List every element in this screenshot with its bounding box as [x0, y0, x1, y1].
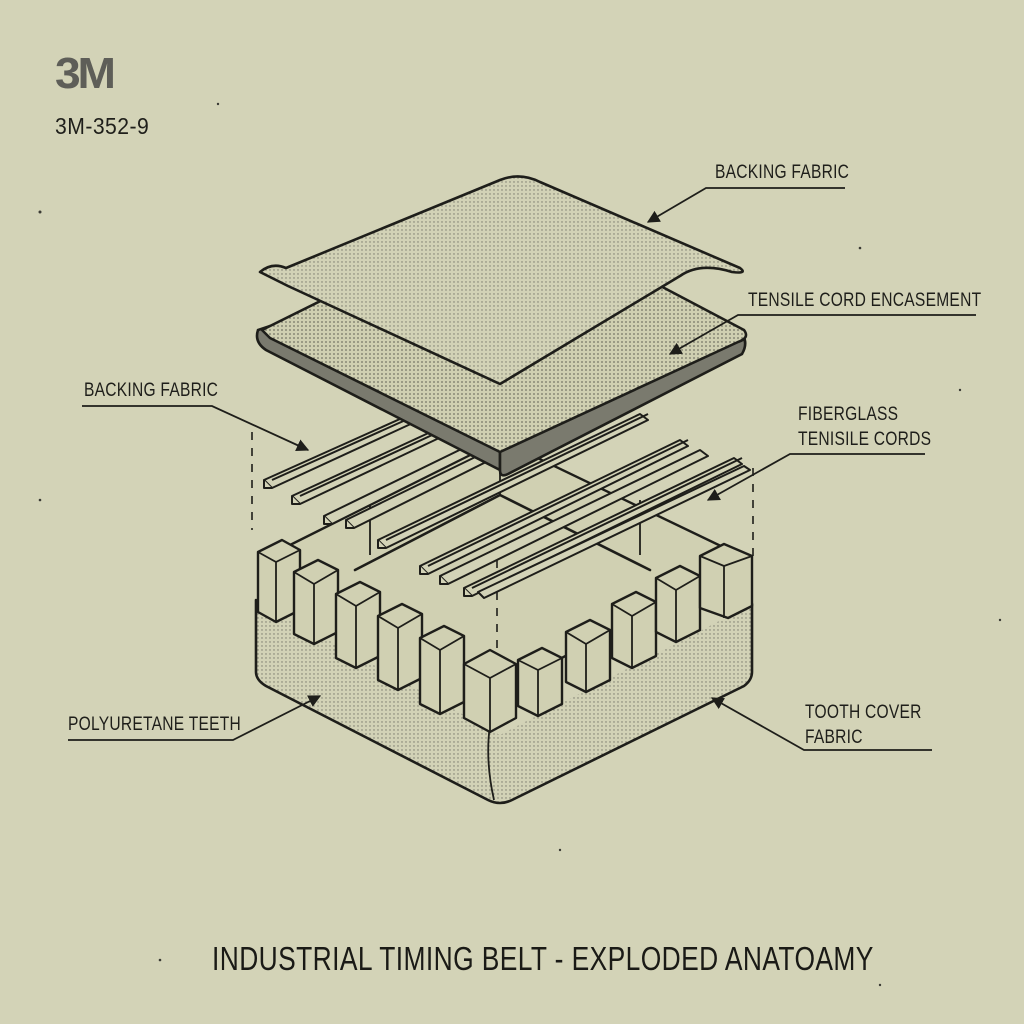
callout-backing-fabric-left: BACKING FABRIC [84, 380, 219, 401]
callout-backing-fabric-top: BACKING FABRIC [715, 162, 850, 183]
fiberglass-tensile-cords [263, 409, 751, 599]
teeth-left-row [256, 538, 466, 716]
diagram-title: INDUSTRIAL TIMING BELT - EXPLODED ANATOA… [212, 940, 874, 977]
paper-specks [38, 102, 1002, 987]
brand-logo: 3M [55, 49, 116, 98]
callout-line-2: FABRIC [805, 727, 863, 748]
callout-polyurethane-teeth: POLYURETANE TEETH [68, 714, 242, 735]
callout-fiberglass-tensile-cords: FIBERGLASS TENISILE CORDS [798, 402, 931, 452]
callout-line-1: FIBERGLASS [798, 404, 899, 425]
callout-line-1: TOOTH COVER [805, 702, 922, 723]
callout-line-2: TENISILE CORDS [798, 429, 932, 450]
teeth-right-row [516, 542, 754, 718]
callout-tensile-cord-encasement: TENSILE CORD ENCASEMENT [748, 290, 982, 311]
backing-fabric-sheet [258, 175, 744, 386]
callout-leaders [68, 187, 976, 751]
tooth-cover-fabric-band [256, 600, 752, 803]
callout-tooth-cover-fabric: TOOTH COVER FABRIC [805, 700, 922, 750]
part-number: 3M-352-9 [55, 113, 150, 139]
